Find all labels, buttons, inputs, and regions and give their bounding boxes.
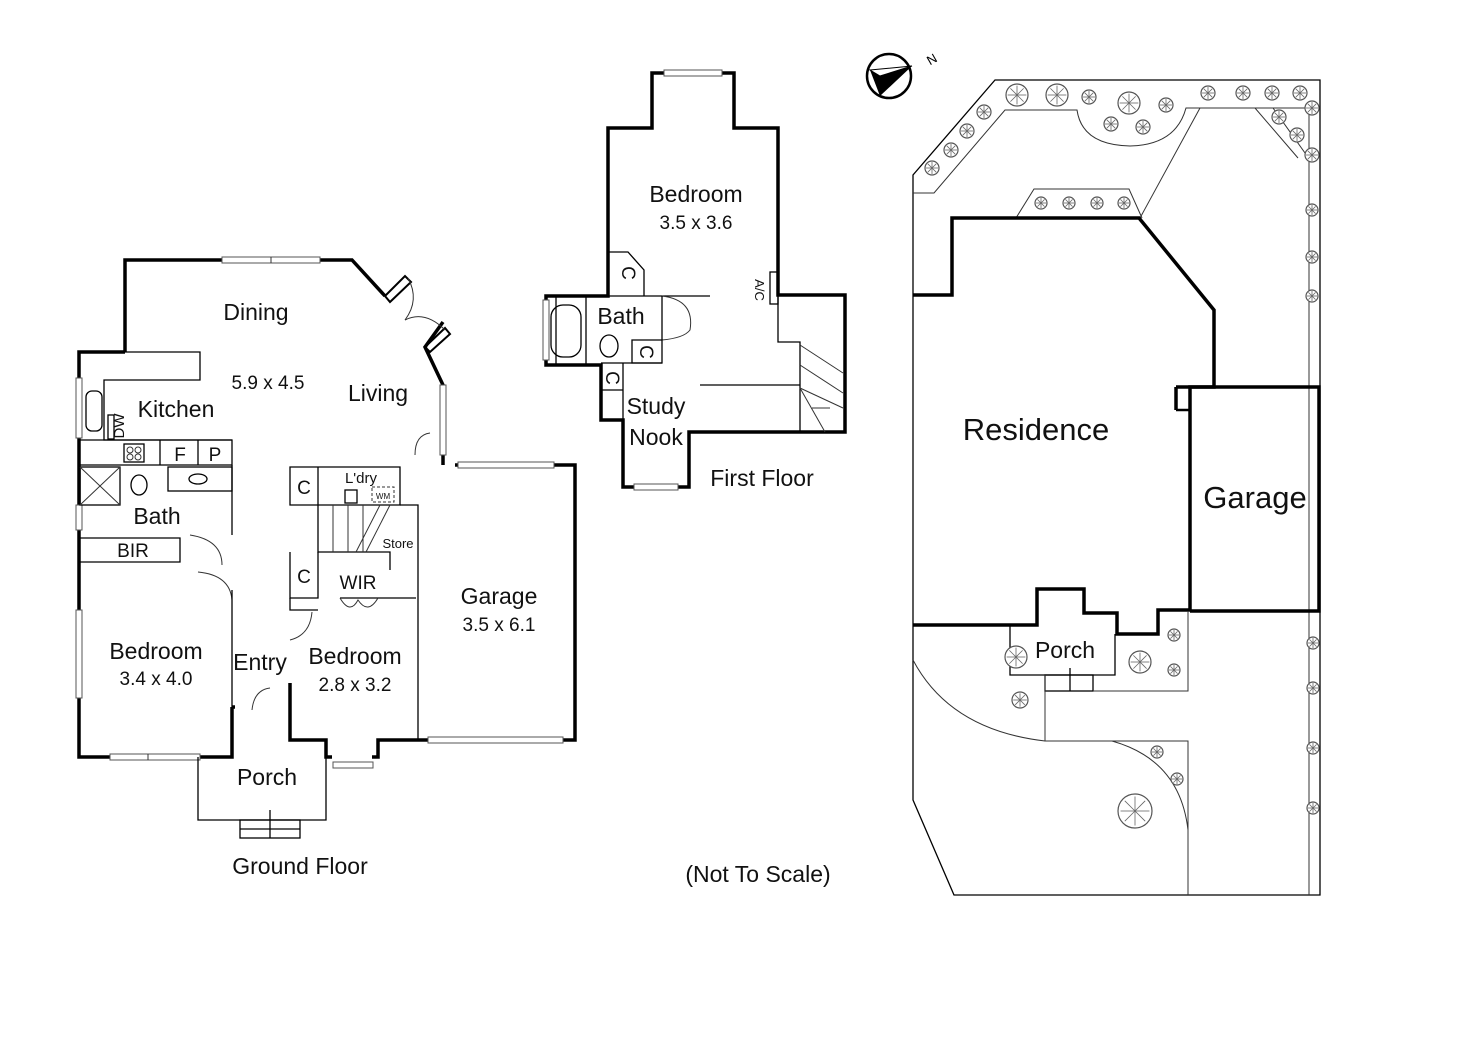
room-label-study: Study — [627, 393, 686, 419]
tree-icon — [943, 142, 959, 158]
label-cupboard: C — [601, 371, 622, 385]
tree-icon — [1304, 100, 1320, 116]
room-label-kitchen: Kitchen — [138, 396, 215, 422]
room-label-bedroom: Bedroom — [308, 643, 401, 669]
tree-icon — [1235, 85, 1251, 101]
landscape-trees — [924, 83, 1320, 829]
label-pantry: P — [209, 445, 222, 466]
room-dim-bedroom: 3.5 x 3.6 — [660, 213, 733, 234]
tree-icon — [1103, 116, 1119, 132]
tree-icon — [924, 160, 940, 176]
tree-icon — [1200, 85, 1216, 101]
first-floor-plan: Bedroom 3.5 x 3.6 C A/C Bath C C Study N… — [542, 69, 847, 491]
label-cupboard: C — [617, 266, 638, 280]
tree-icon — [1305, 203, 1319, 217]
site-boundary — [912, 79, 1321, 896]
room-label-store: Store — [382, 536, 413, 551]
tree-icon — [1292, 85, 1308, 101]
label-cupboard: C — [297, 567, 311, 588]
room-dim-dining: 5.9 x 4.5 — [232, 373, 305, 394]
tree-icon — [1150, 745, 1164, 759]
label-air-conditioner: A/C — [752, 279, 767, 301]
room-label-bedroom: Bedroom — [109, 638, 202, 664]
label-cupboard: C — [635, 345, 656, 359]
room-label-entry: Entry — [233, 649, 287, 675]
label-washing-machine: WM — [376, 492, 391, 501]
label-garage: Garage — [1203, 480, 1306, 515]
site-plan: N Residence Garage Porch — [865, 50, 1321, 896]
tree-icon — [976, 104, 992, 120]
tree-icon — [1306, 681, 1320, 695]
tree-icon — [1117, 793, 1153, 829]
north-label: N — [924, 50, 940, 68]
label-porch: Porch — [1035, 637, 1095, 663]
room-dim-bedroom: 2.8 x 3.2 — [319, 675, 392, 696]
garage-footprint — [1176, 385, 1321, 613]
room-label-laundry: L'dry — [345, 470, 378, 487]
label-cupboard: C — [297, 478, 311, 499]
tree-icon — [959, 123, 975, 139]
tree-icon — [1034, 196, 1048, 210]
tree-icon — [1135, 119, 1151, 135]
residence-footprint — [913, 216, 1216, 636]
tree-icon — [1128, 650, 1152, 674]
tree-icon — [1305, 289, 1319, 303]
tree-icon — [1306, 801, 1320, 815]
label-dishwasher: DW — [111, 413, 128, 439]
tree-icon — [1117, 91, 1141, 115]
tree-icon — [1062, 196, 1076, 210]
tree-icon — [1306, 636, 1320, 650]
ground-floor-title: Ground Floor — [232, 853, 368, 879]
tree-icon — [1081, 89, 1097, 105]
room-label-bedroom: Bedroom — [649, 181, 742, 207]
scale-note: (Not To Scale) — [685, 861, 830, 887]
tree-icon — [1167, 628, 1181, 642]
label-fridge: F — [174, 445, 186, 466]
room-label-porch: Porch — [237, 764, 297, 790]
tree-icon — [1264, 85, 1280, 101]
ground-floor-plan: Dining 5.9 x 4.5 Living Kitchen DW F P B… — [75, 256, 577, 879]
tree-icon — [1167, 663, 1181, 677]
tree-icon — [1306, 741, 1320, 755]
room-label-dining: Dining — [223, 299, 288, 325]
tree-icon — [1289, 127, 1305, 143]
tree-icon — [1170, 772, 1184, 786]
first-floor-walls — [544, 71, 847, 489]
tree-icon — [1271, 109, 1287, 125]
room-label-nook: Nook — [629, 424, 683, 450]
tree-icon — [1117, 196, 1131, 210]
tree-icon — [1045, 83, 1069, 107]
first-floor-title: First Floor — [710, 465, 814, 491]
tree-icon — [1304, 147, 1320, 163]
room-label-wir: WIR — [340, 573, 377, 594]
room-label-bath: Bath — [133, 503, 180, 529]
tree-icon — [1005, 83, 1029, 107]
tree-icon — [1305, 250, 1319, 264]
room-label-living: Living — [348, 380, 408, 406]
room-label-bir: BIR — [117, 541, 149, 562]
room-dim-bedroom: 3.4 x 4.0 — [120, 669, 193, 690]
room-dim-garage: 3.5 x 6.1 — [463, 615, 536, 636]
room-label-bath: Bath — [597, 303, 644, 329]
north-compass-icon: N — [865, 50, 940, 100]
tree-icon — [1004, 645, 1028, 669]
tree-icon — [1158, 97, 1174, 113]
room-label-garage: Garage — [461, 583, 538, 609]
tree-icon — [1090, 196, 1104, 210]
tree-icon — [1011, 691, 1029, 709]
label-residence: Residence — [963, 412, 1109, 447]
